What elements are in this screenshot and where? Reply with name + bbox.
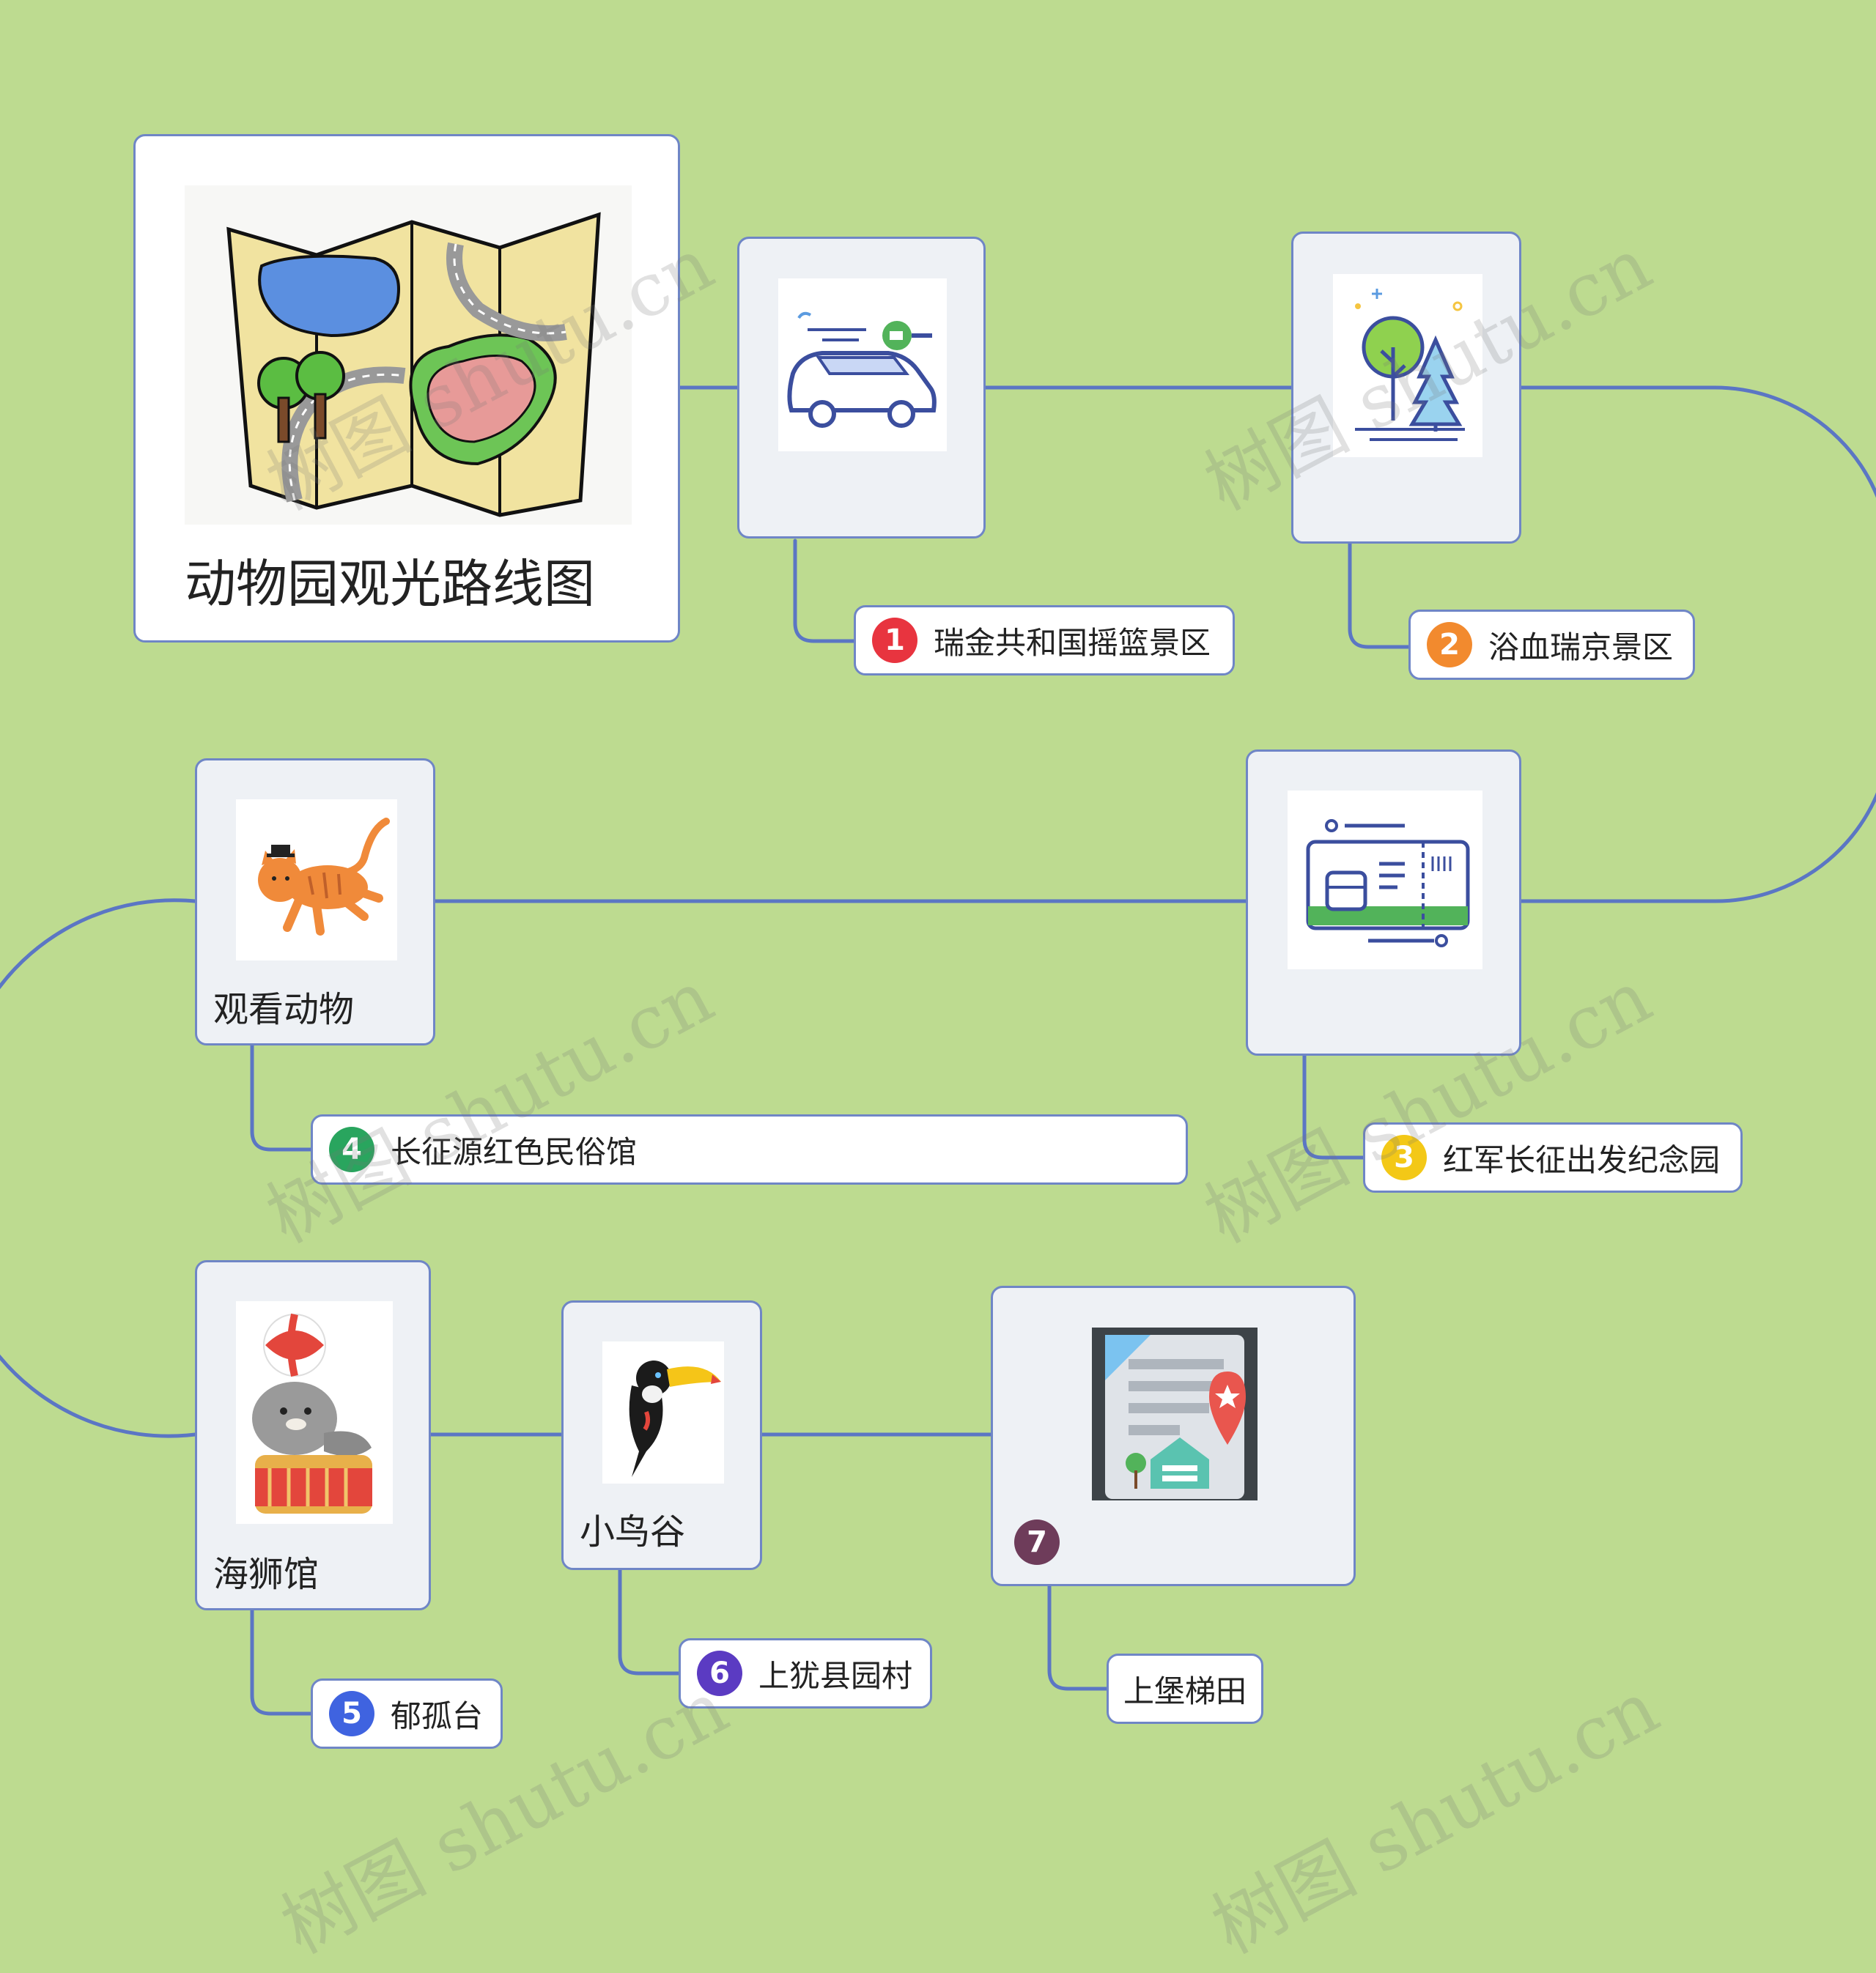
- folded-map-icon: [185, 185, 632, 525]
- label-5-text: 郁孤台: [391, 1698, 484, 1734]
- car-key-icon: [778, 278, 947, 451]
- label-3-text: 红军长征出发纪念园: [1443, 1141, 1721, 1178]
- root-title: 动物园观光路线图: [185, 554, 595, 614]
- card-animals[interactable]: 观看动物: [195, 758, 435, 1045]
- root-topic-card[interactable]: 动物园观光路线图: [133, 134, 680, 643]
- label-2[interactable]: 2 浴血瑞京景区: [1408, 610, 1695, 680]
- label-1-text: 瑞金共和国摇篮景区: [934, 624, 1211, 661]
- map-document-icon: [1092, 1328, 1258, 1500]
- card-sealion-title: 海狮馆: [213, 1554, 320, 1595]
- card-birds[interactable]: 小鸟谷: [561, 1300, 762, 1570]
- label-5[interactable]: 5 郁孤台: [311, 1678, 503, 1749]
- label-6[interactable]: 6 上犹县园村: [679, 1638, 932, 1709]
- card-ticket[interactable]: [1246, 749, 1521, 1056]
- label-4-text: 长征源红色民俗馆: [391, 1133, 638, 1170]
- route-connectors: [0, 385, 1876, 1716]
- badge-6: 6: [697, 1651, 742, 1696]
- badge-1: 1: [872, 618, 917, 663]
- card-car[interactable]: [737, 237, 986, 538]
- toucan-icon: [602, 1341, 724, 1484]
- label-4[interactable]: 4 长征源红色民俗馆: [311, 1114, 1188, 1185]
- card-animals-title: 观看动物: [213, 989, 355, 1030]
- card-trees[interactable]: [1291, 232, 1521, 544]
- badge-2: 2: [1427, 622, 1472, 667]
- label-3[interactable]: 3 红军长征出发纪念园: [1363, 1122, 1743, 1193]
- card-map[interactable]: 7: [991, 1286, 1356, 1586]
- badge-7: 7: [1014, 1519, 1060, 1565]
- label-2-text: 浴血瑞京景区: [1488, 629, 1674, 665]
- sea-lion-icon: [236, 1301, 393, 1524]
- label-7-text: 上堡梯田: [1123, 1673, 1247, 1709]
- label-1[interactable]: 1 瑞金共和国摇篮景区: [854, 605, 1235, 675]
- badge-3: 3: [1381, 1135, 1427, 1180]
- train-ticket-icon: [1288, 791, 1482, 969]
- card-birds-title: 小鸟谷: [580, 1511, 686, 1552]
- badge-5: 5: [329, 1691, 374, 1736]
- card-sealion[interactable]: 海狮馆: [195, 1260, 431, 1610]
- label-6-text: 上犹县园村: [758, 1657, 913, 1694]
- label-7[interactable]: 上堡梯田: [1107, 1654, 1263, 1724]
- cat-with-hat-icon: [236, 799, 397, 960]
- trees-icon: [1333, 274, 1482, 457]
- badge-4: 4: [329, 1127, 374, 1172]
